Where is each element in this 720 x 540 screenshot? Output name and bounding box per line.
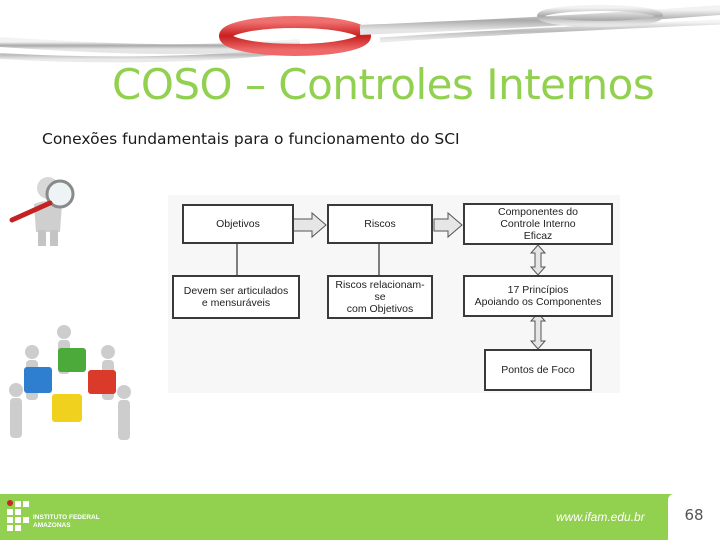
box-principios: 17 Princípios Apoiando os Componentes [463,275,613,317]
box-pontos-de-foco: Pontos de Foco [484,349,592,391]
coso-diagram: Objetivos Riscos Componentes do Controle… [160,195,620,395]
box-componentes: Componentes do Controle Interno Eficaz [463,203,613,245]
page-number: 68 [668,506,720,524]
magnifier-figure-icon [8,170,88,250]
box-objetivos: Objetivos [182,204,294,244]
slide-title: COSO – Controles Internos [112,60,654,109]
slide-subtitle: Conexões fundamentais para o funcionamen… [42,130,460,148]
puzzle-team-icon [4,322,144,446]
box-riscos: Riscos [327,204,433,244]
box-riscos-relacionam: Riscos relacionam-se com Objetivos [327,275,433,319]
footer-url[interactable]: www.ifam.edu.br [556,510,645,524]
box-devem: Devem ser articulados e mensuráveis [172,275,300,319]
